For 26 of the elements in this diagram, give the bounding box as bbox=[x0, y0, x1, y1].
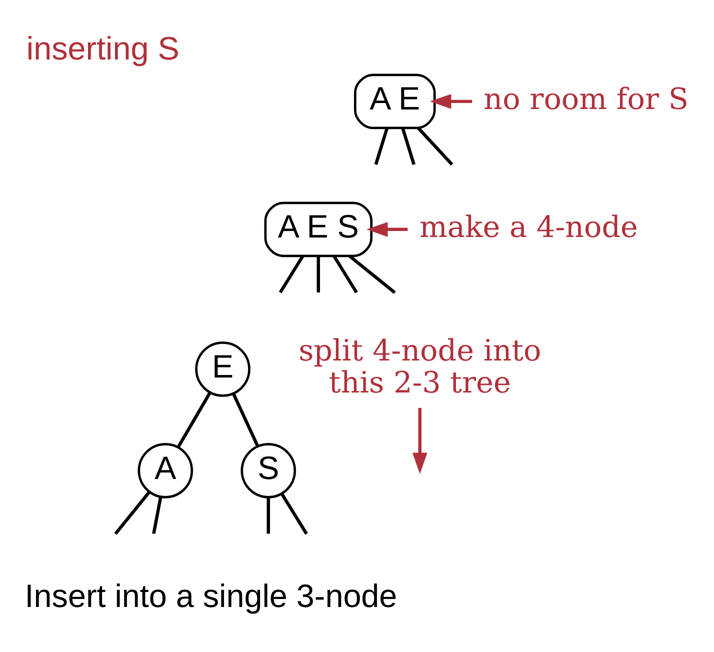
node-box: A E bbox=[354, 73, 436, 129]
connector bbox=[278, 254, 304, 293]
node-text: no room for S bbox=[484, 81, 689, 116]
connector bbox=[348, 254, 396, 294]
connector bbox=[401, 127, 416, 164]
arrow bbox=[366, 221, 408, 236]
connector bbox=[374, 127, 389, 164]
node-text: make a 4-node bbox=[420, 209, 638, 244]
connector bbox=[114, 490, 150, 534]
node-box: A E S bbox=[264, 201, 373, 257]
connector bbox=[266, 496, 270, 534]
arrow bbox=[412, 407, 428, 474]
node-circle: E bbox=[195, 341, 250, 396]
diagram-title: inserting S bbox=[26, 30, 180, 66]
connector bbox=[232, 392, 259, 446]
connector bbox=[417, 126, 454, 166]
node-circle: S bbox=[240, 442, 296, 498]
connector bbox=[316, 256, 320, 292]
node-circle: A bbox=[138, 442, 194, 498]
connector bbox=[152, 496, 162, 534]
node-text: split 4-node into this 2-3 tree bbox=[298, 332, 542, 400]
caption: Insert into a single 3-node bbox=[24, 577, 398, 614]
connector bbox=[176, 391, 212, 448]
arrow bbox=[430, 94, 472, 108]
connector bbox=[332, 254, 358, 293]
connector bbox=[280, 492, 308, 534]
